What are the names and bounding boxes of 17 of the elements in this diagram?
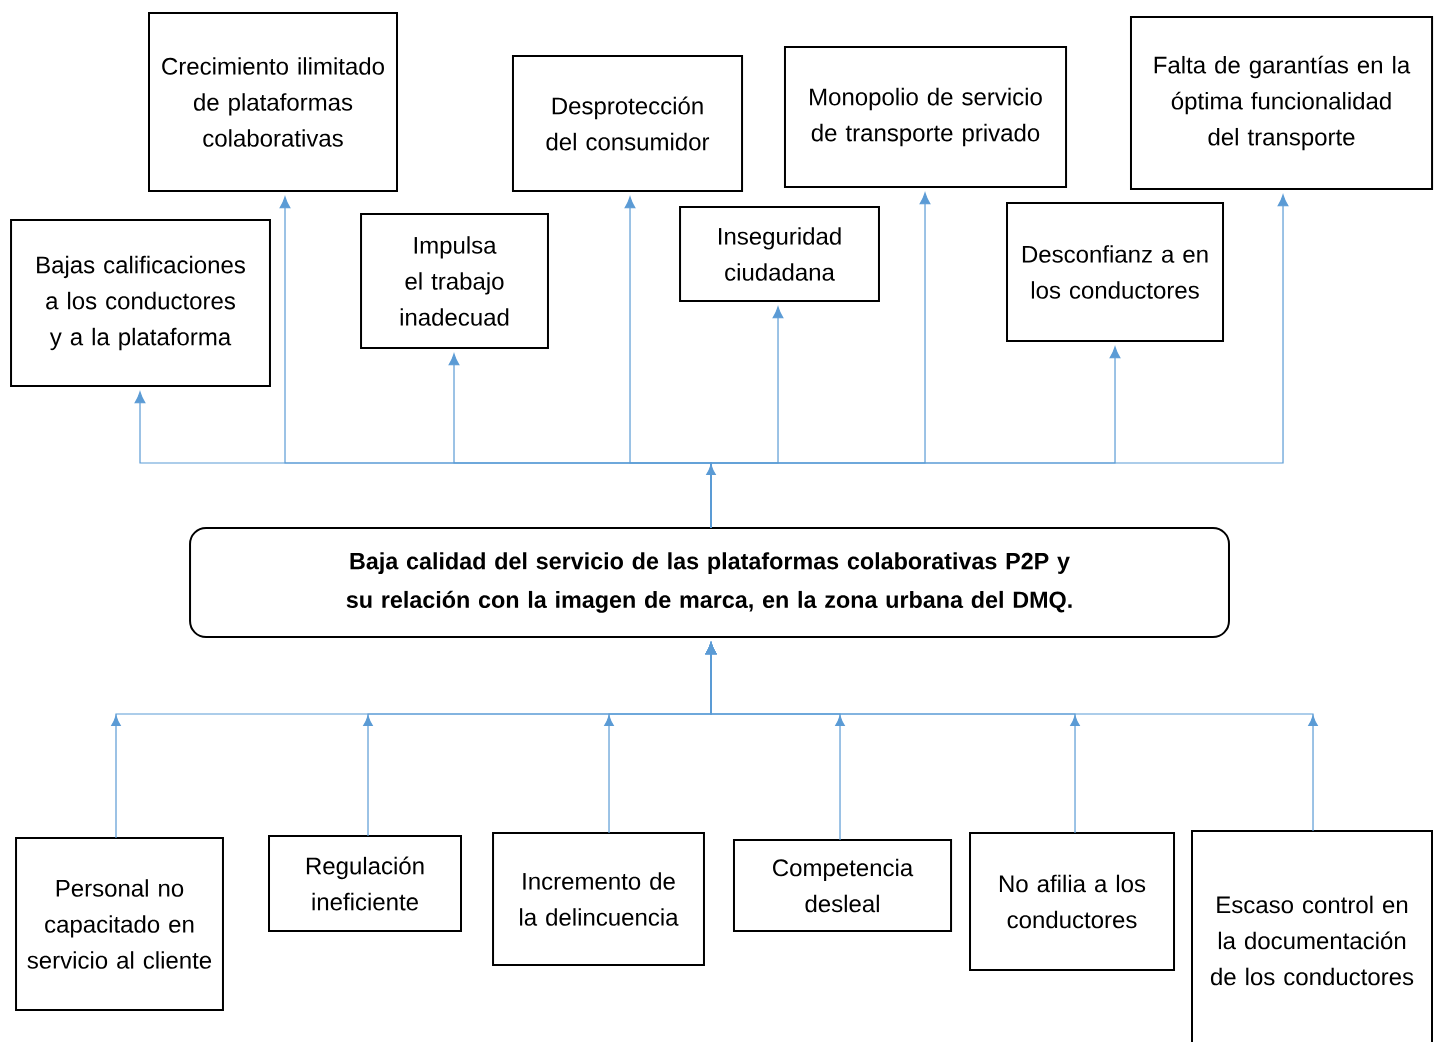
problem-box: Baja calidad del servicio de las plataformas colaborativas P2P y su relación con la imagen de marca, en la zona urbana del DMQ. [189, 526, 1230, 639]
effect-box: Falta de garantías en la óptima funcionalidad del transporte [1130, 16, 1434, 190]
effect-box: Bajas calificaciones a los conductores y a la plataforma [10, 219, 271, 387]
arrow [710, 194, 1289, 529]
effect-box: Inseguridad ciudadana [679, 206, 880, 302]
effect-box: Desconfianz a en los conductores [1006, 202, 1224, 342]
effect-box: Desprotección del consumidor [511, 55, 744, 192]
effect-box: Monopolio de servicio de transporte privado [784, 46, 1068, 188]
effect-box: Crecimiento ilimitado de plataformas colaborativas [148, 12, 398, 192]
cause-box: Competencia desleal [733, 839, 953, 932]
cause-box: Regulación ineficiente [268, 835, 462, 932]
cause-box: Incremento de la delincuencia [492, 832, 705, 966]
effect-box: Impulsa el trabajo inadecuad [360, 213, 549, 349]
cause-box: Escaso control en la documentación de los conductores [1191, 830, 1433, 1042]
cause-box: Personal no capacitado en servicio al cliente [15, 837, 224, 1011]
cause-box: No afilia a los conductores [969, 832, 1175, 972]
arrow [705, 642, 1314, 832]
